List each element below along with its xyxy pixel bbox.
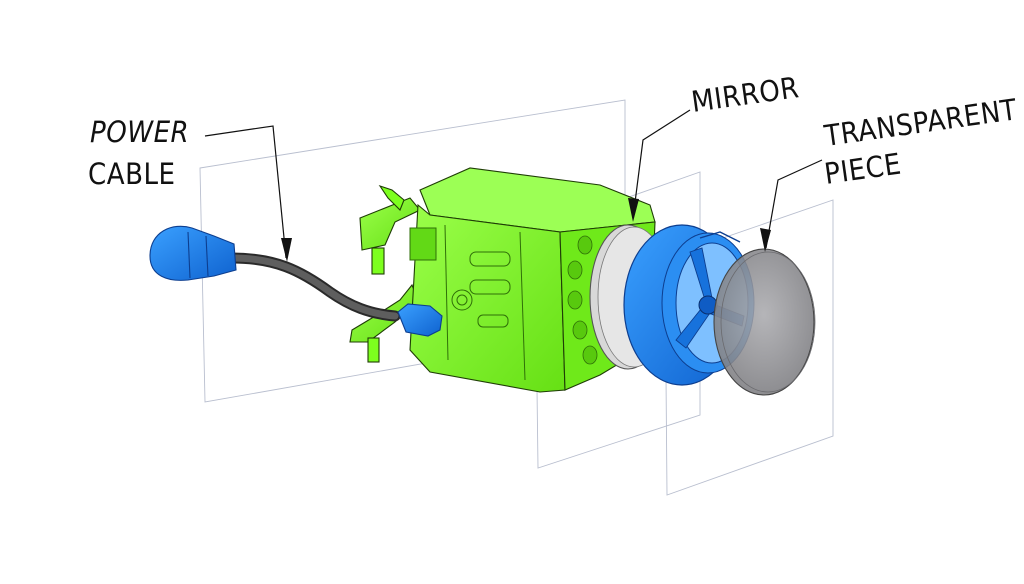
transparent-label-line2: PIECE: [822, 147, 903, 191]
transparent-plane: [664, 199, 834, 496]
housing-side: [409, 203, 566, 393]
power-cable-arrow: [281, 238, 292, 262]
mirror-leader: [632, 109, 691, 219]
top-hook: [378, 184, 405, 211]
power-cable-leader: [204, 125, 287, 259]
transparent-leader: [765, 159, 823, 249]
transparent-arrow: [760, 228, 771, 252]
transparent-disc: [713, 248, 816, 396]
mirror-arrow: [628, 198, 639, 222]
power-cable-label-line2: CABLE: [88, 157, 175, 191]
plug-left: [149, 225, 237, 281]
power-cable-label-line1: POWER: [90, 115, 189, 149]
rear-bracket: [359, 197, 421, 251]
power-cable: [149, 225, 443, 337]
transparent-label-line1: TRANSPARENT: [821, 92, 1019, 153]
cable-body: [226, 252, 401, 322]
mirror-label: MIRROR: [689, 70, 801, 119]
leader-lines: [204, 109, 823, 262]
side-details: [409, 224, 526, 381]
rear-post: [371, 247, 385, 275]
front-vent-holes: [567, 235, 598, 365]
plug-right: [397, 303, 443, 337]
rear-post-lower: [367, 337, 380, 363]
